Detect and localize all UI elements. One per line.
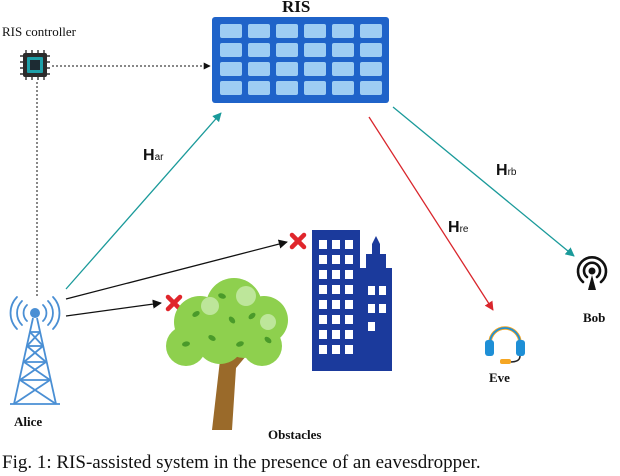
channel-label-h-rb: Hrb bbox=[496, 162, 516, 180]
building-window bbox=[332, 255, 340, 264]
ris-panel bbox=[212, 17, 389, 103]
building-window bbox=[319, 270, 327, 279]
ris-element bbox=[220, 81, 242, 95]
ris-element bbox=[332, 24, 354, 38]
building-window bbox=[345, 300, 353, 309]
ris-element bbox=[276, 43, 298, 57]
channel-subscript: re bbox=[459, 224, 469, 235]
ris-element bbox=[360, 43, 382, 57]
tower-icon bbox=[9, 296, 61, 405]
link-alice-building bbox=[65, 239, 288, 300]
building-window bbox=[345, 285, 353, 294]
headset-icon bbox=[485, 326, 525, 364]
building-window bbox=[319, 330, 327, 339]
building-window bbox=[332, 315, 340, 324]
building-window bbox=[319, 315, 327, 324]
building-window bbox=[332, 270, 340, 279]
channel-label-h-ar: Har bbox=[143, 147, 163, 165]
building-window bbox=[319, 345, 327, 354]
building-window bbox=[345, 240, 353, 249]
building-window bbox=[319, 285, 327, 294]
bob-label: Bob bbox=[583, 310, 606, 325]
ris-element bbox=[220, 43, 242, 57]
ris-element bbox=[220, 24, 242, 38]
channel-symbol: H bbox=[143, 147, 155, 164]
building-window bbox=[345, 270, 353, 279]
building-window bbox=[319, 255, 327, 264]
blocked-x-icon bbox=[165, 294, 183, 312]
ris-element bbox=[304, 24, 326, 38]
building-window bbox=[332, 285, 340, 294]
channel-symbol: H bbox=[496, 162, 508, 179]
building-window bbox=[319, 240, 327, 249]
ris-element bbox=[332, 43, 354, 57]
channel-symbol: H bbox=[448, 219, 460, 236]
eve-label: Eve bbox=[489, 370, 510, 385]
building-window bbox=[332, 345, 340, 354]
ris-element bbox=[248, 43, 270, 57]
antenna-icon bbox=[576, 255, 608, 290]
ris-controller-label: RIS controller bbox=[2, 24, 77, 39]
building-window bbox=[319, 300, 327, 309]
blocked-x-icon bbox=[289, 232, 307, 250]
building-icon bbox=[312, 230, 392, 371]
ris-elements bbox=[220, 24, 382, 95]
building-window bbox=[332, 330, 340, 339]
ris-element bbox=[276, 24, 298, 38]
link-alice-ris bbox=[65, 112, 222, 290]
channel-subscript: ar bbox=[154, 152, 164, 163]
building-window bbox=[345, 330, 353, 339]
ris-element bbox=[276, 81, 298, 95]
ris-element bbox=[276, 62, 298, 76]
figure-caption: Fig. 1: RIS-assisted system in the prese… bbox=[2, 452, 481, 473]
building-window bbox=[332, 300, 340, 309]
obstacles-label: Obstacles bbox=[268, 427, 322, 442]
ris-element bbox=[248, 24, 270, 38]
ris-element bbox=[248, 62, 270, 76]
chip-icon bbox=[20, 50, 50, 80]
ris-element bbox=[360, 24, 382, 38]
link-ris-eve bbox=[368, 116, 494, 311]
building-window bbox=[332, 240, 340, 249]
ris-element bbox=[332, 62, 354, 76]
channel-label-h-re: Hre bbox=[448, 219, 468, 237]
building-window bbox=[345, 315, 353, 324]
link-ris-bob bbox=[392, 106, 575, 257]
channel-subscript: rb bbox=[507, 167, 517, 178]
alice-label: Alice bbox=[14, 414, 43, 429]
ris-element bbox=[248, 81, 270, 95]
ris-element bbox=[332, 81, 354, 95]
ris-label: RIS bbox=[282, 0, 311, 16]
ris-element bbox=[304, 81, 326, 95]
building-window bbox=[345, 345, 353, 354]
link-alice-tree bbox=[65, 299, 162, 317]
ris-element bbox=[304, 62, 326, 76]
ris-element bbox=[220, 62, 242, 76]
ris-element bbox=[360, 62, 382, 76]
ris-element bbox=[304, 43, 326, 57]
ris-element bbox=[360, 81, 382, 95]
building-window bbox=[345, 255, 353, 264]
tree-icon bbox=[166, 278, 288, 430]
